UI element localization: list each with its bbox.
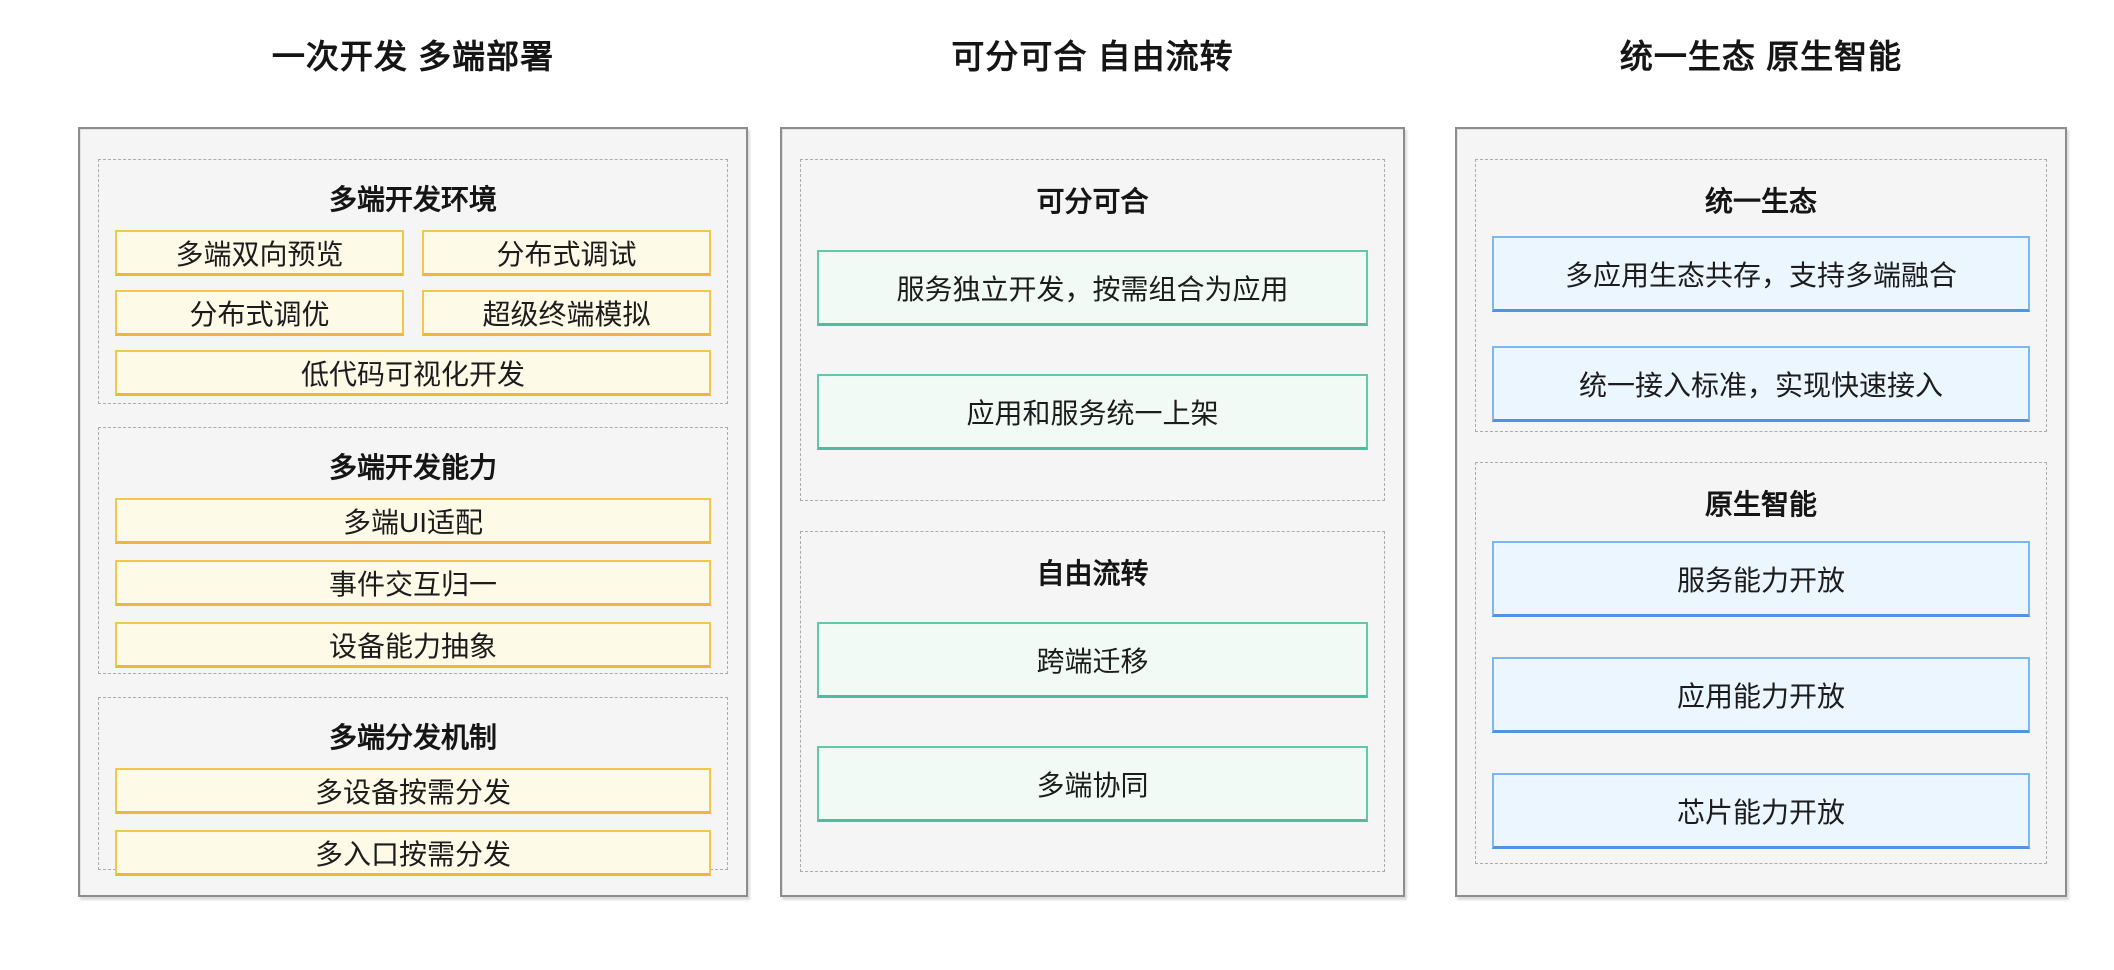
group-title: 多端开发能力 (328, 452, 497, 483)
group-title: 多端分发机制 (328, 722, 497, 753)
feature-stack: 服务独立开发，按需组合为应用 应用和服务统一上架 (817, 250, 1368, 450)
feature-grid: 多端双向预览 分布式调试 分布式调优 超级终端模拟 (115, 230, 711, 336)
group-panel-distribution: 多端分发机制 多设备按需分发 多入口按需分发 (98, 697, 728, 876)
feature-stack: 跨端迁移 多端协同 (817, 622, 1368, 822)
feature-box: 服务独立开发，按需组合为应用 (817, 250, 1368, 326)
column-title: 统一生态 原生智能 (1619, 38, 1903, 75)
group-panel-unified-eco: 统一生态 多应用生态共存，支持多端融合 统一接入标准，实现快速接入 (1475, 159, 2047, 432)
group-panel-native-intelligence: 原生智能 服务能力开放 应用能力开放 芯片能力开放 (1475, 462, 2047, 864)
group-title: 可分可合 (1036, 186, 1149, 217)
group-title: 原生智能 (1704, 489, 1817, 520)
feature-box: 芯片能力开放 (1492, 773, 2030, 849)
column-panel-unified-ecosystem: 统一生态 多应用生态共存，支持多端融合 统一接入标准，实现快速接入 原生智能 服… (1455, 127, 2067, 897)
feature-box: 多应用生态共存，支持多端融合 (1492, 236, 2030, 312)
group-panel-dev-capability: 多端开发能力 多端UI适配 事件交互归一 设备能力抽象 (98, 427, 728, 674)
feature-box: 多入口按需分发 (115, 830, 711, 876)
feature-stack: 服务能力开放 应用能力开放 芯片能力开放 (1492, 541, 2030, 849)
feature-box: 服务能力开放 (1492, 541, 2030, 617)
feature-stack: 多设备按需分发 多入口按需分发 (115, 768, 711, 876)
feature-box: 分布式调优 (115, 290, 404, 336)
feature-box: 应用能力开放 (1492, 657, 2030, 733)
group-title: 自由流转 (1036, 558, 1149, 589)
feature-box: 跨端迁移 (817, 622, 1368, 698)
feature-stack: 多端UI适配 事件交互归一 设备能力抽象 (115, 498, 711, 668)
column-title: 可分可合 自由流转 (951, 38, 1234, 75)
feature-box: 事件交互归一 (115, 560, 711, 606)
column-title: 一次开发 多端部署 (271, 38, 555, 75)
feature-box: 超级终端模拟 (422, 290, 711, 336)
feature-box: 多端UI适配 (115, 498, 711, 544)
feature-box: 多端协同 (817, 746, 1368, 822)
feature-box: 统一接入标准，实现快速接入 (1492, 346, 2030, 422)
feature-box: 多设备按需分发 (115, 768, 711, 814)
group-title: 多端开发环境 (328, 184, 497, 215)
feature-box: 设备能力抽象 (115, 622, 711, 668)
group-title: 统一生态 (1704, 186, 1817, 217)
feature-box: 应用和服务统一上架 (817, 374, 1368, 450)
group-panel-free-flow: 自由流转 跨端迁移 多端协同 (800, 531, 1385, 872)
group-panel-separable: 可分可合 服务独立开发，按需组合为应用 应用和服务统一上架 (800, 159, 1385, 501)
feature-box: 多端双向预览 (115, 230, 404, 276)
feature-stack: 多应用生态共存，支持多端融合 统一接入标准，实现快速接入 (1492, 236, 2030, 422)
feature-box: 低代码可视化开发 (115, 350, 711, 396)
group-panel-dev-environment: 多端开发环境 多端双向预览 分布式调试 分布式调优 超级终端模拟 低代码可视化开… (98, 159, 728, 404)
column-panel-develop-once: 多端开发环境 多端双向预览 分布式调试 分布式调优 超级终端模拟 低代码可视化开… (78, 127, 748, 897)
column-panel-separable-combinable: 可分可合 服务独立开发，按需组合为应用 应用和服务统一上架 自由流转 跨端迁移 … (780, 127, 1405, 897)
feature-box: 分布式调试 (422, 230, 711, 276)
